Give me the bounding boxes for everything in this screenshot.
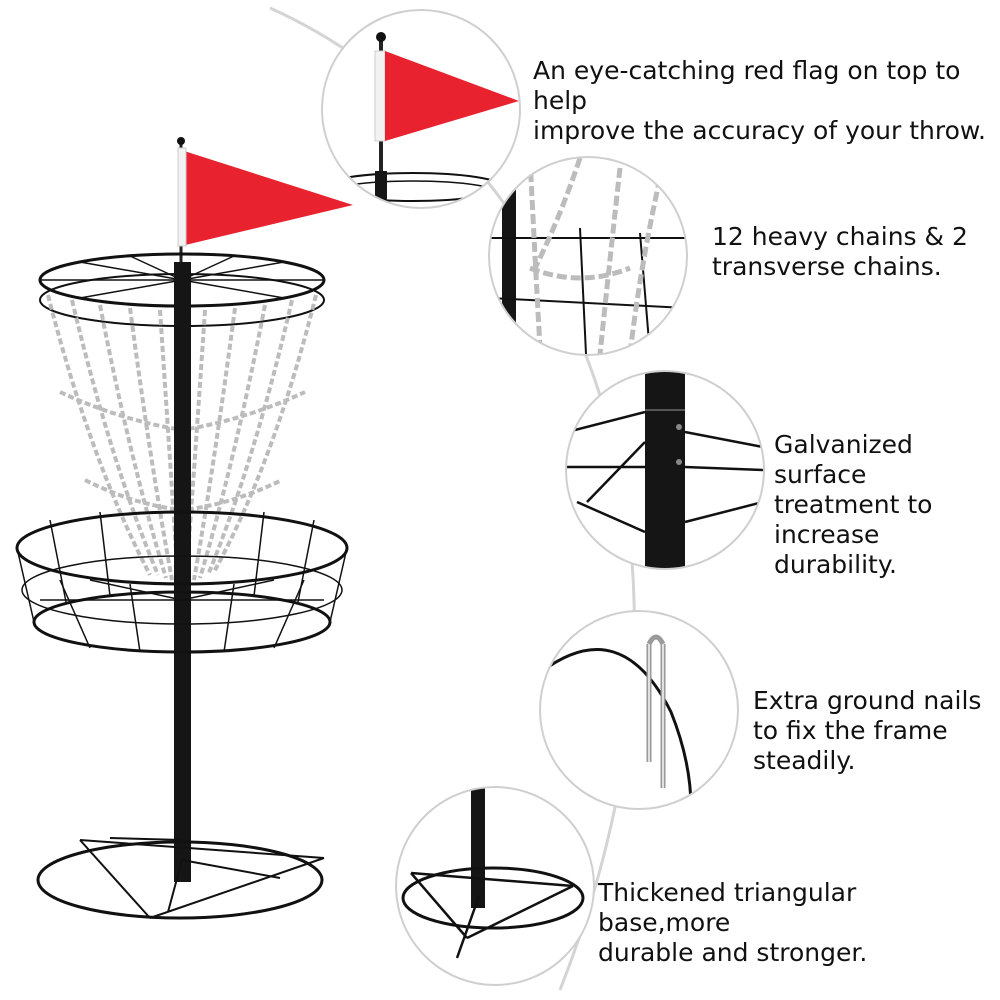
feature-text-ground-nail: Extra ground nails to fix the frame stea… <box>753 686 982 775</box>
chains-closeup-icon <box>490 158 686 354</box>
feature-circle-ground-nail <box>539 610 739 810</box>
feature-circle-pole-joint <box>565 370 765 570</box>
triangular-base-closeup-icon <box>401 788 585 959</box>
disc-golf-basket-illustration <box>15 137 353 920</box>
feature-text-pole-joint: Galvanized surface treatment to increase… <box>774 430 933 579</box>
feature-circle-chains <box>488 156 688 356</box>
feature-circle-base <box>395 786 595 986</box>
pole-joint-closeup-icon <box>567 372 763 568</box>
feature-text-base: Thickened triangular base,more durable a… <box>598 878 868 967</box>
feature-text-chains: 12 heavy chains & 2 transverse chains. <box>712 222 968 281</box>
feature-circle-flag <box>321 9 521 209</box>
red-flag-closeup-icon <box>323 32 519 207</box>
ground-nail-closeup-icon <box>541 634 693 808</box>
feature-text-flag: An eye-catching red flag on top to help … <box>533 56 987 145</box>
